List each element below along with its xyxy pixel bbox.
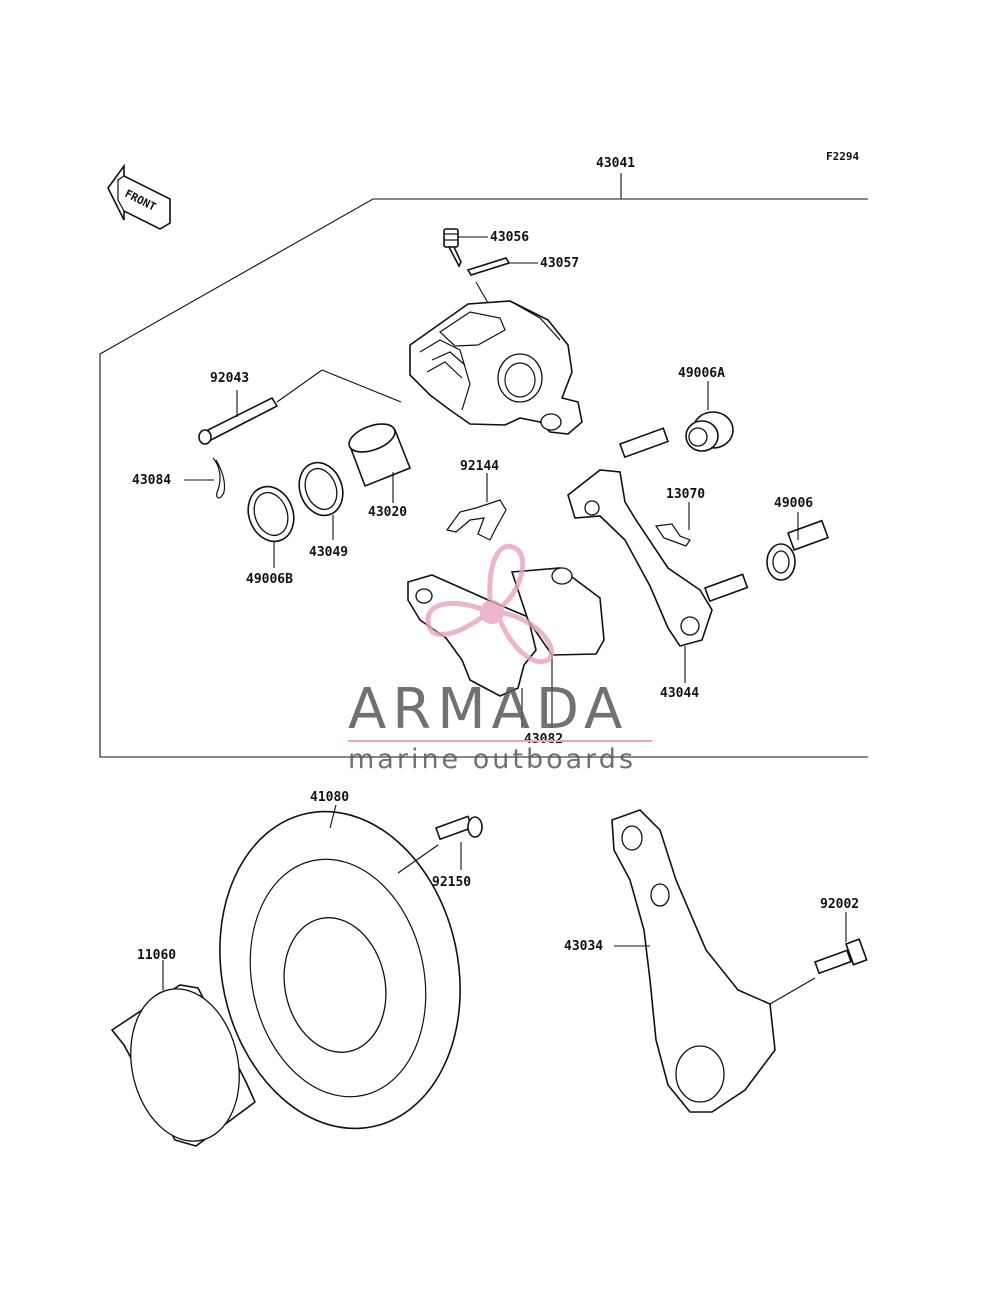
arm-bolt: [769, 912, 868, 1005]
pad-plate: [654, 502, 691, 547]
label-43034: 43034: [564, 939, 603, 954]
label-13070: 13070: [666, 487, 705, 502]
boot-49006: [766, 512, 830, 581]
label-43020: 43020: [368, 505, 407, 520]
front-arrow-icon: FRONT: [107, 163, 171, 230]
bleed-cap: [466, 257, 538, 304]
piston: [348, 423, 412, 503]
pad-spring: [445, 473, 507, 541]
label-92002: 92002: [820, 897, 859, 912]
watermark-brand: ARMADA: [348, 677, 628, 742]
disc-bolt: [434, 815, 483, 870]
piston-seal: [298, 461, 344, 540]
label-43041: 43041: [596, 156, 635, 171]
label-43056: 43056: [490, 230, 529, 245]
gasket: [110, 960, 256, 1147]
bleed-valve: [443, 228, 488, 268]
label-43084: 43084: [132, 473, 171, 488]
caliper-body: [321, 300, 583, 435]
dust-seal: [247, 485, 295, 568]
label-41080: 41080: [310, 790, 349, 805]
boot-49006a: [685, 381, 734, 452]
assembly-frame: [99, 173, 868, 758]
label-11060: 11060: [137, 948, 176, 963]
caliper-pin: [198, 369, 323, 445]
label-43049: 43049: [309, 545, 348, 560]
watermark-logo-icon: [425, 543, 554, 665]
label-49006A: 49006A: [678, 366, 725, 381]
label-49006: 49006: [774, 496, 813, 511]
label-43044: 43044: [660, 686, 699, 701]
brake-disc: [219, 804, 461, 1130]
label-49006B: 49006B: [246, 572, 293, 587]
label-92150: 92150: [432, 875, 471, 890]
label-92144: 92144: [460, 459, 499, 474]
label-92043: 92043: [210, 371, 249, 386]
caliper-arm: [611, 809, 776, 1113]
watermark-tagline: marine outboards: [348, 744, 636, 775]
pin-clip: [184, 457, 226, 499]
label-43057: 43057: [540, 256, 579, 271]
diagram-code: F2294: [826, 150, 859, 163]
caliper-bracket: [567, 427, 749, 683]
label-43082: 43082: [524, 732, 563, 747]
